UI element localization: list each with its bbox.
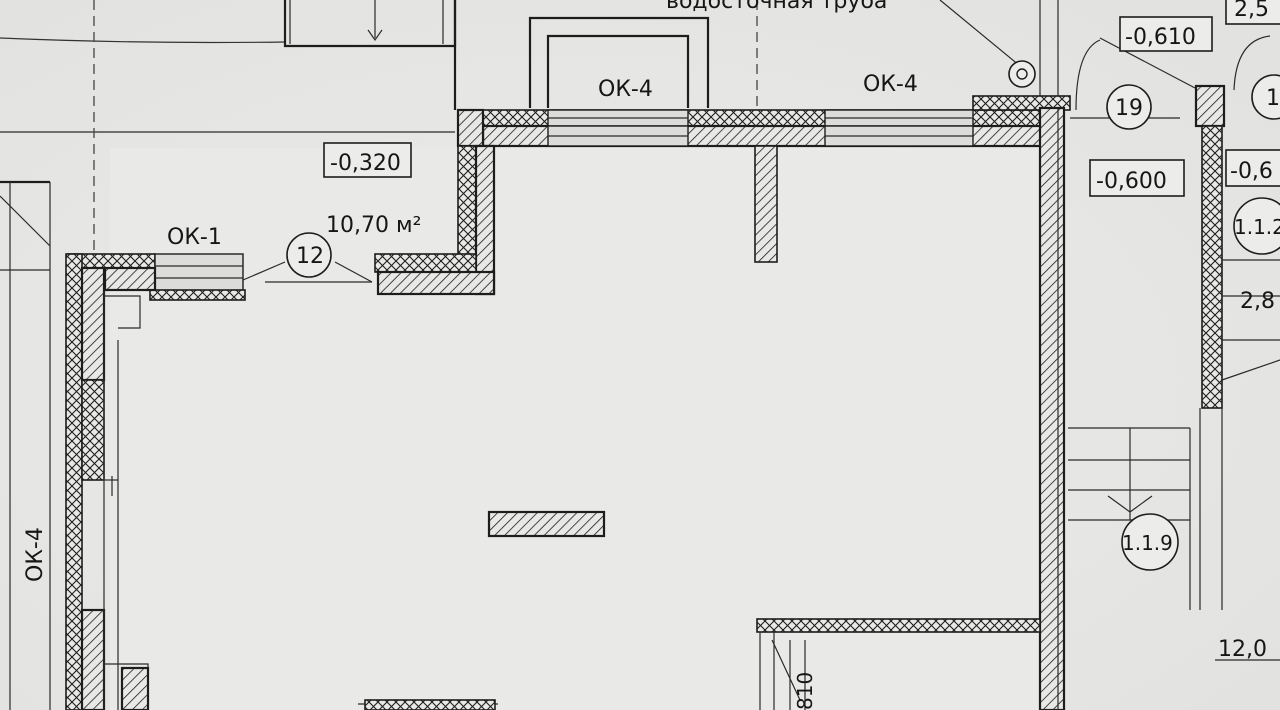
downpipe-label: водосточная труба — [666, 0, 887, 14]
label-ok4-left: ОК-4 — [23, 527, 48, 582]
svg-text:1.1.9: 1.1.9 — [1122, 531, 1173, 555]
level-mark-partial-25: 2,5 — [1225, 0, 1280, 25]
window-ok1 — [67, 253, 373, 301]
level-mark-partial-06: -0,6 — [1225, 149, 1280, 187]
svg-text:-0,610: -0,610 — [1125, 25, 1196, 50]
svg-text:19: 19 — [1115, 96, 1143, 121]
partition-stub-top — [754, 145, 778, 263]
lower-partition — [756, 618, 1041, 710]
main-room-floor — [110, 148, 1040, 710]
svg-text:-0,320: -0,320 — [330, 151, 401, 176]
svg-text:-0,6: -0,6 — [1230, 159, 1273, 184]
level-mark-0320: -0,320 — [323, 142, 412, 178]
level-mark-partial-120: 12,0 — [1218, 637, 1267, 662]
svg-text:2,5: 2,5 — [1234, 0, 1269, 22]
level-mark-partial-28: 2,8 — [1240, 289, 1275, 314]
room-tag-19: 19 — [1106, 84, 1152, 130]
label-ok1: ОК-1 — [167, 225, 222, 250]
label-ok4-top-right: ОК-4 — [863, 72, 918, 97]
dimension-810: 810 — [793, 672, 817, 710]
outdoor-area-lines — [0, 0, 457, 250]
room-tag-1-1-9: 1.1.9 — [1121, 513, 1179, 571]
svg-text:1.1.2: 1.1.2 — [1234, 215, 1280, 239]
right-main-wall — [1038, 106, 1180, 710]
level-mark-0600: -0,600 — [1089, 159, 1185, 197]
right-stair-area — [1068, 35, 1280, 661]
left-step-wall — [374, 144, 496, 296]
far-left-strip — [0, 180, 51, 710]
bottom-stub — [358, 699, 498, 710]
svg-text:12: 12 — [296, 244, 324, 269]
room-tag-partial-1: 1 — [1251, 74, 1280, 120]
area-label: 10,70 м² — [326, 213, 421, 238]
label-ok4-top-left: ОК-4 — [598, 77, 653, 102]
downpipe-symbol — [939, 0, 1036, 88]
svg-text:-0,600: -0,600 — [1096, 169, 1167, 194]
column-center — [487, 510, 606, 538]
left-outer-wall — [65, 253, 150, 710]
svg-text:1: 1 — [1266, 86, 1280, 111]
room-tag-12: 12 — [286, 232, 332, 278]
room-tag-partial-1-1-2: 1.1.2 — [1233, 197, 1280, 255]
level-mark-0610: -0,610 — [1119, 16, 1213, 52]
top-niche — [528, 0, 1059, 110]
